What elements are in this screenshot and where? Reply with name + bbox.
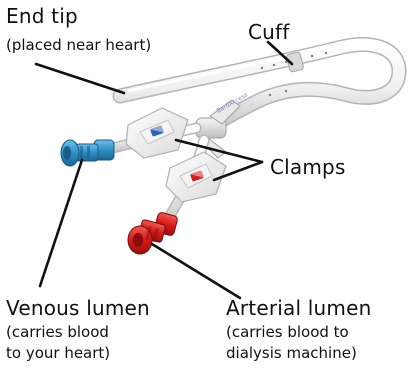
venous-lumen-note-2: to your heart) (6, 344, 110, 362)
venous-clamp (126, 108, 188, 158)
arterial-lumen-pointer (152, 244, 240, 298)
end-tip-pointer (36, 64, 124, 93)
venous-lumen-note-1: (carries blood (6, 323, 109, 341)
cuff-title: Cuff (248, 22, 290, 43)
arterial-lumen-note-2: dialysis machine) (226, 344, 357, 362)
end-tip-title: End tip (6, 6, 78, 27)
venous-lumen-title: Venous lumen (6, 298, 150, 319)
arterial-lumen-note-1: (carries blood to (226, 323, 349, 341)
clamps-title: Clamps (270, 157, 346, 178)
venous-luer-hub (61, 140, 114, 166)
arterial-luer-hub (128, 212, 178, 254)
end-tip-note: (placed near heart) (6, 36, 151, 54)
arterial-clamp (166, 152, 226, 202)
venous-lumen-pointer (40, 160, 82, 286)
arterial-lumen-title: Arterial lumen (226, 298, 372, 319)
